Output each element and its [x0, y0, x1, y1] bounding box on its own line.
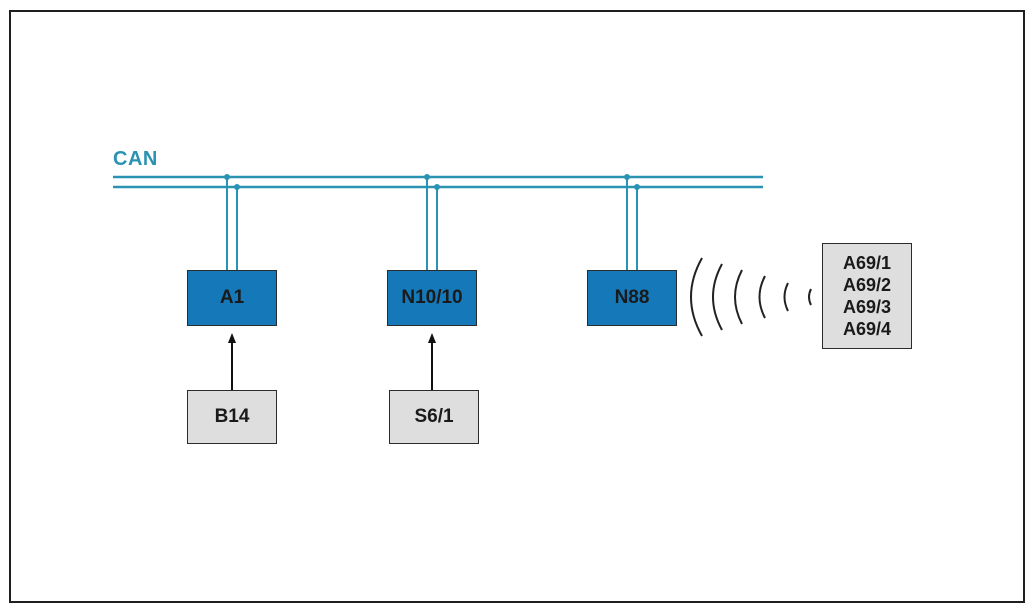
wave-arc-4	[758, 275, 766, 319]
wave-arc-2	[712, 263, 723, 331]
wave-arc-3	[734, 269, 743, 325]
can-bus-label: CAN	[113, 148, 158, 170]
n88-junction-high	[624, 174, 630, 180]
module-a1: A1	[187, 270, 277, 326]
module-n10-10: N10/10	[387, 270, 477, 326]
a1-junction-high	[224, 174, 230, 180]
antenna-a69-1: A69/1	[842, 253, 892, 273]
component-b14: B14	[187, 390, 277, 444]
module-n88: N88	[587, 270, 677, 326]
n10-junction-high	[424, 174, 430, 180]
antenna-a69-2: A69/2	[842, 275, 892, 295]
n10-junction-low	[434, 184, 440, 190]
a1-junction-low	[234, 184, 240, 190]
antenna-a69-4: A69/4	[842, 319, 892, 339]
wave-arc-6	[808, 288, 812, 306]
b14-to-a1-arrowhead	[228, 333, 236, 343]
s61-to-n10-arrowhead	[428, 333, 436, 343]
antenna-list-box: A69/1 A69/2 A69/3 A69/4	[822, 243, 912, 349]
wave-arc-5	[783, 282, 789, 312]
antenna-a69-3: A69/3	[842, 297, 892, 317]
wave-arc-1	[690, 257, 703, 337]
n88-junction-low	[634, 184, 640, 190]
component-s6-1: S6/1	[389, 390, 479, 444]
